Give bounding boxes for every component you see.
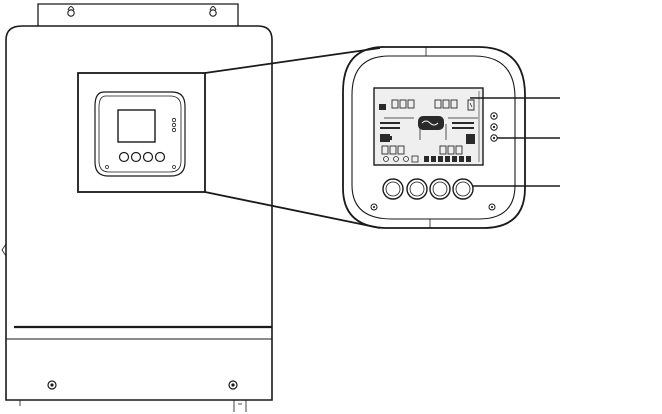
small-lcd-screen (117, 109, 156, 143)
function-button-icon (382, 178, 474, 200)
enlarged-panel-inner-bezel (351, 55, 516, 220)
mounting-hole-icon (67, 6, 75, 17)
inverter-body (1, 25, 273, 412)
mounting-bracket (37, 3, 239, 26)
enlarged-panel-outer-bezel (342, 46, 526, 229)
status-led-icon (490, 112, 498, 142)
control-panel-highlight (77, 72, 206, 193)
status-led-icon (171, 117, 177, 133)
mounting-hole-icon (209, 6, 217, 17)
screw-icon (370, 203, 496, 211)
small-panel-bezel (94, 91, 186, 177)
zoom-projection-lines (204, 47, 381, 229)
lcd-screen (373, 87, 484, 166)
callout-leaders (470, 97, 560, 187)
screw-icon (47, 380, 57, 390)
screw-icon (228, 380, 238, 390)
enlarged-control-panel (342, 46, 526, 229)
function-button-icon (118, 151, 166, 163)
